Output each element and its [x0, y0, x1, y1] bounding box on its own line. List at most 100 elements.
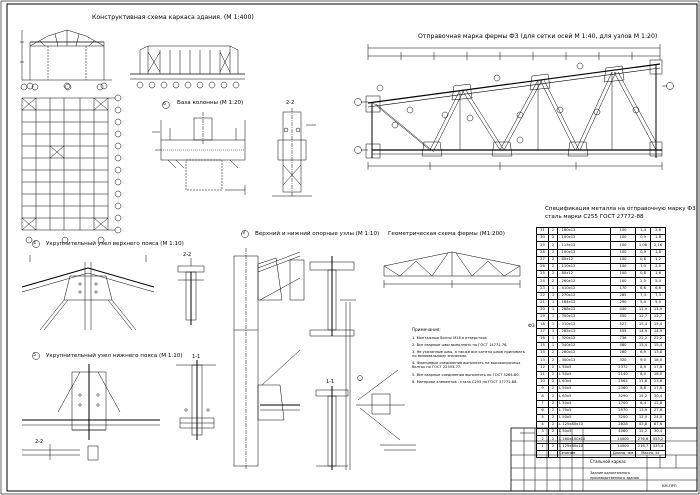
spec-cell: 1,08: [635, 241, 651, 250]
spec-cell: 6,6: [650, 284, 666, 293]
spec-cell: 18,0: [650, 356, 666, 365]
spec-cell: 2: [536, 435, 549, 444]
spec-cell: 27: [536, 255, 549, 264]
spec-cell: 2: [548, 421, 558, 430]
spec-cell: 1: [548, 327, 558, 336]
spec-cell: - 180х12: [557, 226, 611, 236]
spec-cell: L 50х5: [557, 370, 611, 379]
spec-cell: 3200: [610, 413, 636, 423]
spec-cell: 15,4: [635, 320, 651, 329]
spec-cell: 11,9: [635, 306, 651, 315]
bottom-chord-section: [176, 360, 216, 440]
spec-cell: 3: [536, 428, 549, 437]
spec-cell: L 50х5: [557, 363, 611, 372]
spec-cell: 8,8: [635, 385, 651, 394]
spec-cell: 22,2: [650, 334, 666, 344]
section-2-2-base: 2-2: [286, 100, 295, 106]
spec-cell: L 160х100х10: [557, 435, 611, 444]
spec-cell: 15,2: [635, 428, 651, 437]
spec-cell: 2: [548, 385, 558, 394]
support-sections: [309, 256, 355, 470]
column-base-title: База колонны (М 1:20): [177, 100, 244, 106]
spec-cell: L 50х5: [557, 385, 611, 394]
spec-cell: - 410х12: [557, 284, 611, 293]
spec-cell: 2,5: [635, 277, 651, 286]
spec-cell: L 70х5: [557, 406, 611, 415]
spec-cell: 5,0: [635, 298, 651, 308]
spec-cell: - 60х12: [557, 255, 611, 264]
note-3: 3. Не указанные швы, а также все катеты …: [412, 350, 525, 359]
spec-cell: 30,4: [650, 392, 666, 401]
spec-cell: 1,8: [650, 234, 666, 243]
spec-cell: 5,0: [650, 277, 666, 286]
spec-cell: 27,8: [650, 406, 666, 415]
spec-cell: 216,7: [635, 442, 651, 451]
spec-cell: 100: [610, 277, 636, 286]
axis-bubbles-row: [20, 81, 240, 91]
spec-cell: 2: [548, 248, 558, 257]
spec-cell: 8,9: [635, 363, 651, 372]
spec-cell: 12,7: [650, 313, 666, 322]
spec-cell: 11,9: [650, 306, 666, 315]
spec-cell: 87,6: [650, 421, 666, 430]
note-2: 2. Все сварные швы выполнять по ГОСТ 147…: [412, 342, 508, 347]
top-chord-section: [177, 258, 205, 325]
spec-cell: 29: [536, 241, 549, 250]
spec-cell: 1: [548, 298, 558, 308]
spec-cell: 100: [610, 255, 636, 264]
truss-mark-title: Отправочная марка фермы Ф3 (для сетки ос…: [418, 33, 658, 40]
stamp-subtitle-2: производственного здания: [590, 476, 639, 480]
section-1-1-support: 1-1: [326, 379, 335, 385]
spec-cell: 22: [536, 291, 549, 300]
section-1-1-bottom: 1-1: [192, 354, 201, 360]
spec-cell: 30,4: [650, 428, 666, 437]
section-2-2-top: 2-2: [183, 252, 192, 258]
spec-cell: 1: [548, 320, 558, 329]
spec-cell: 2: [548, 370, 558, 379]
spec-cell: 1: [536, 442, 549, 451]
spec-cell: 23,6: [650, 377, 666, 387]
spec-title-line-1: Спецификация металла на отправочную марк…: [545, 206, 696, 212]
geometric-scheme-title: Геометрическая схема фермы (М1:200): [388, 231, 505, 237]
spec-cell: 2372: [610, 363, 636, 372]
inner-frame: [6, 3, 698, 492]
spec-cell: - 340х12: [557, 341, 611, 351]
spec-cell: 2: [548, 406, 558, 415]
spec-cell: 2564: [610, 377, 636, 387]
spec-cell: - 115х12: [557, 241, 611, 250]
spec-cell: 24: [536, 277, 549, 286]
spec-footer-row: Сечение Длина, мм Масса, кг: [536, 449, 666, 459]
spec-cell: 7: [536, 399, 549, 408]
top-chord-title: Укрупнительный узел верхнего пояса (М 1:…: [46, 241, 184, 247]
spec-cell: 170: [610, 284, 636, 293]
stamp-sheet-code: КМ-ПРП: [662, 484, 677, 488]
spec-cell: - 110х12: [557, 262, 611, 272]
spec-cell: L 125х80х10: [557, 421, 611, 430]
spec-cell: 2: [548, 255, 558, 264]
spec-cell: 20: [536, 306, 549, 315]
spec-cell: 290: [610, 298, 636, 308]
spec-cell: 15,4: [635, 341, 651, 351]
spec-cell: 30: [536, 234, 549, 243]
spec-cell: 8: [536, 392, 549, 401]
spec-cell: 11: [536, 370, 549, 379]
bottom-chord-node: [22, 352, 160, 461]
note-5: 5. Все сварные соединения выполнять по Г…: [412, 372, 520, 377]
spec-cell: - 260х12: [557, 349, 611, 358]
spec-cell: 13,8: [650, 349, 666, 358]
spec-cell: 17: [536, 327, 549, 336]
stamp-title: Стальной каркас: [590, 459, 626, 464]
spec-cell: 21: [536, 298, 549, 308]
frame-scheme-elevation: [20, 29, 112, 90]
